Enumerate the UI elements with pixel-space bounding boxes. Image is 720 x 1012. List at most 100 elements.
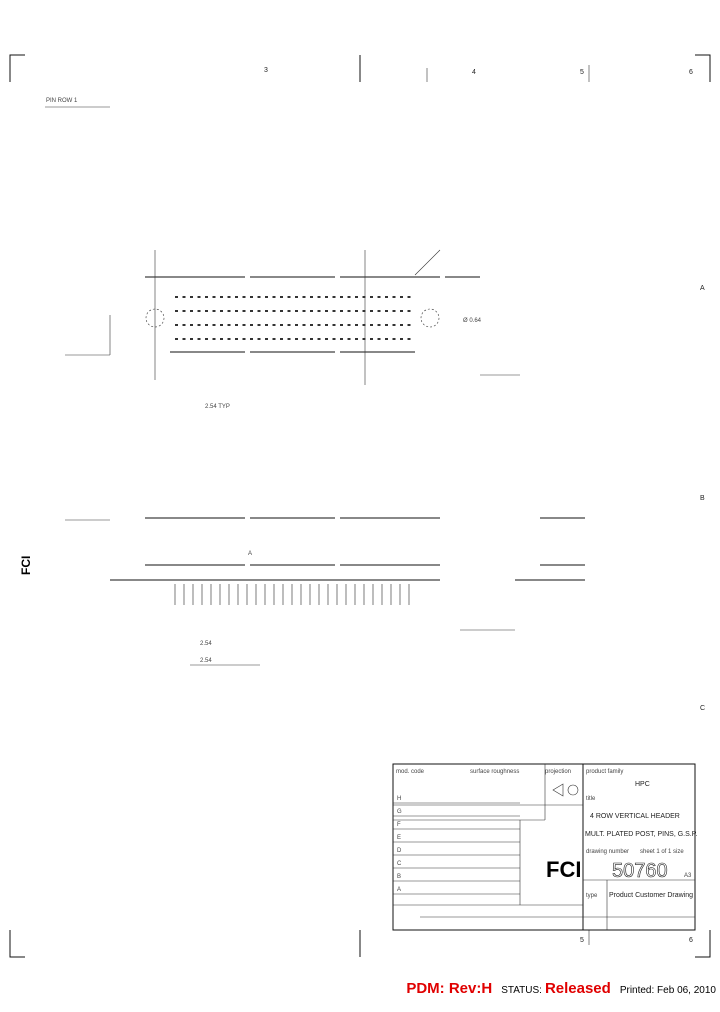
pin — [242, 310, 246, 312]
pin — [272, 324, 276, 326]
pin — [302, 338, 306, 340]
pin — [407, 324, 411, 326]
pin — [400, 324, 403, 326]
fci-logo: FCI — [546, 857, 581, 882]
pin — [340, 338, 343, 340]
pin — [242, 296, 246, 298]
pin — [205, 296, 208, 298]
pin — [310, 324, 313, 326]
dim-label: 2.54 — [200, 641, 212, 647]
grid-column-labels: 3 4 5 6 5 6 A B C — [264, 67, 705, 944]
pin — [205, 324, 208, 326]
pin — [250, 310, 253, 312]
grid-col-4: 4 — [472, 69, 476, 76]
pin — [190, 324, 193, 326]
pin — [392, 310, 396, 312]
pin — [332, 296, 336, 298]
pin — [272, 338, 276, 340]
pin — [250, 338, 253, 340]
pin — [385, 296, 388, 298]
pin — [400, 296, 403, 298]
pin — [227, 324, 231, 326]
pin — [355, 310, 358, 312]
pin — [242, 338, 246, 340]
grid-col-6-bottom: 6 — [689, 937, 693, 944]
pin — [250, 296, 253, 298]
pin — [370, 310, 373, 312]
pin — [362, 338, 366, 340]
pin — [212, 310, 216, 312]
pin — [370, 296, 373, 298]
pin — [400, 310, 403, 312]
pin — [280, 338, 283, 340]
title-label: title — [586, 796, 596, 802]
pin-row-label: PIN ROW 1 — [46, 98, 78, 104]
pin — [362, 324, 366, 326]
product-family-label: product family — [586, 769, 623, 775]
surface-roughness-label: surface roughness — [470, 769, 519, 775]
pin — [407, 310, 411, 312]
side-fci-logo: FCI — [19, 556, 33, 575]
pin — [392, 338, 396, 340]
drawing-number: 50760 — [612, 860, 668, 882]
top-view: PIN ROW 1 Ø 0.64 2.54 TYP — [45, 98, 520, 410]
pin — [325, 296, 328, 298]
pin — [182, 310, 186, 312]
pin — [407, 338, 411, 340]
pin — [287, 338, 291, 340]
pin — [400, 338, 403, 340]
pin — [265, 324, 268, 326]
pin — [235, 338, 238, 340]
pin — [340, 324, 343, 326]
pin — [347, 310, 351, 312]
pin — [377, 296, 381, 298]
pin — [370, 324, 373, 326]
pin — [190, 338, 193, 340]
pin — [190, 310, 193, 312]
sheet-label: sheet 1 of 1 size — [640, 849, 684, 855]
pin — [235, 310, 238, 312]
type-label: type — [586, 893, 598, 899]
pdm-revision: PDM: Rev:H — [406, 980, 493, 997]
pin — [362, 310, 366, 312]
type-value: Product Customer Drawing — [609, 892, 693, 899]
projection-symbol-icon — [552, 783, 579, 797]
pin — [355, 296, 358, 298]
pin — [257, 310, 261, 312]
pin — [385, 338, 388, 340]
pin — [347, 296, 351, 298]
pin — [295, 338, 298, 340]
pin — [392, 296, 396, 298]
pin — [385, 324, 388, 326]
pin — [280, 296, 283, 298]
pin — [325, 310, 328, 312]
pin — [235, 296, 238, 298]
pin — [182, 296, 186, 298]
pin — [280, 310, 283, 312]
grid-row-a: A — [700, 285, 705, 292]
pin — [287, 310, 291, 312]
pin — [287, 324, 291, 326]
pin — [242, 324, 246, 326]
status-bar: PDM: Rev:H STATUS: Released Printed: Feb… — [406, 980, 716, 997]
title-line-1: 4 ROW VERTICAL HEADER — [590, 813, 680, 820]
revision-letter: A — [397, 887, 401, 893]
pin — [302, 310, 306, 312]
pin — [265, 310, 268, 312]
pin — [355, 324, 358, 326]
pin — [340, 310, 343, 312]
pin — [220, 310, 223, 312]
grid-col-3: 3 — [264, 67, 268, 74]
pin — [205, 310, 208, 312]
pin — [325, 338, 328, 340]
projection-label: projection — [545, 769, 571, 775]
pin — [257, 296, 261, 298]
pin — [265, 338, 268, 340]
pin — [212, 324, 216, 326]
pin — [377, 324, 381, 326]
pin — [302, 324, 306, 326]
pin — [220, 296, 223, 298]
dim-label: 2.54 — [200, 658, 212, 664]
pin — [257, 324, 261, 326]
pin — [355, 338, 358, 340]
